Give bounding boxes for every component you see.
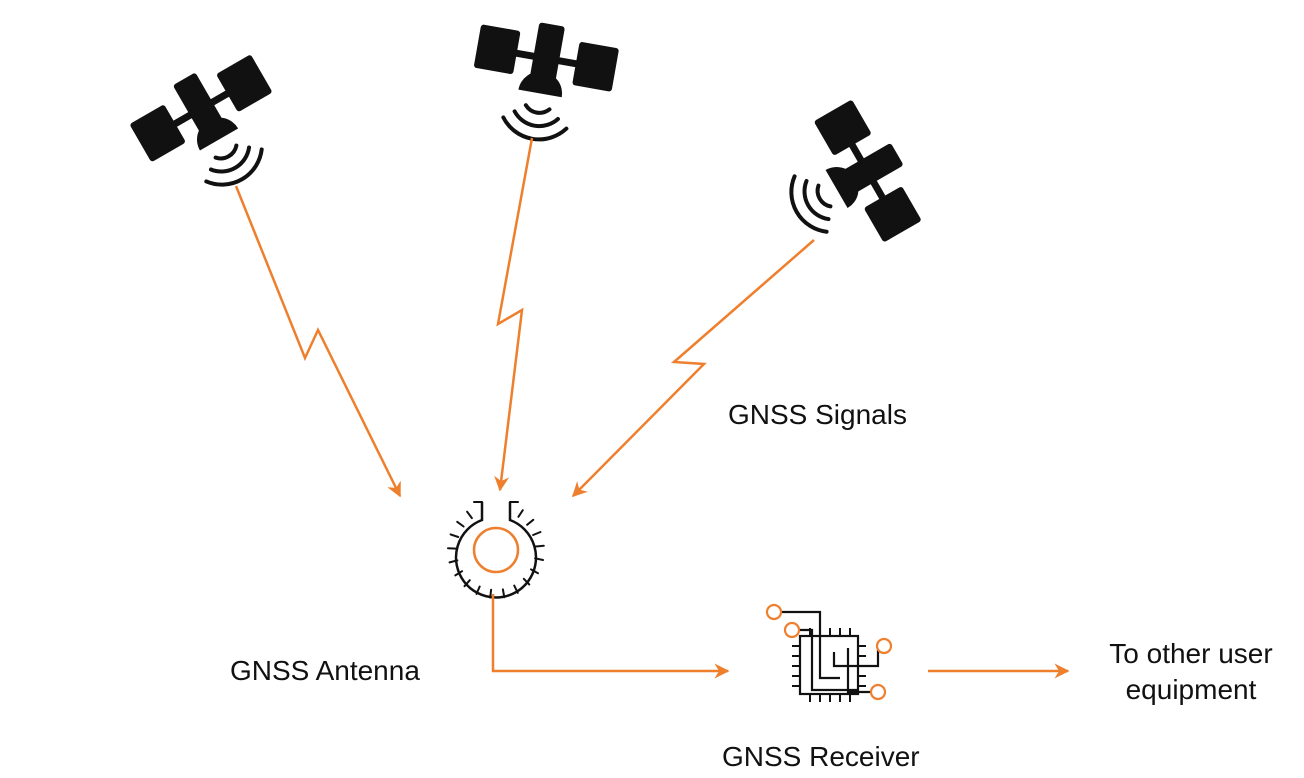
antenna-to-receiver-arrow <box>491 594 730 679</box>
signals-label: GNSS Signals <box>728 399 907 430</box>
antenna-tick <box>532 531 542 536</box>
satellite-icon <box>461 10 624 153</box>
satellite-icon <box>759 91 935 275</box>
antenna-tick <box>489 588 493 599</box>
antenna-tick <box>463 579 471 588</box>
antenna-tick <box>454 570 464 577</box>
antenna-tick <box>534 557 544 561</box>
antenna-tick <box>456 520 465 528</box>
signal-arrow <box>571 239 815 498</box>
antenna-tick <box>448 559 459 564</box>
output-label-line-2: equipment <box>1125 674 1257 705</box>
antenna-tick <box>475 585 481 595</box>
antenna-tick <box>522 577 531 586</box>
output-label: To other user equipment <box>1088 636 1294 708</box>
signal-arrow <box>494 137 534 492</box>
output-label-line-1: To other user <box>1109 638 1273 669</box>
antenna-label: GNSS Antenna <box>230 655 420 686</box>
antenna-tick <box>517 509 524 518</box>
signal-arrow <box>234 185 402 498</box>
circuit-chip-icon <box>765 603 893 702</box>
antenna-tick <box>501 588 506 599</box>
antenna-tick <box>449 533 460 538</box>
antenna-tick <box>513 584 519 594</box>
receiver-label: GNSS Receiver <box>722 741 920 772</box>
antenna-tick <box>530 568 539 575</box>
antenna-tick <box>534 544 545 548</box>
antenna-icon <box>447 501 545 599</box>
antenna-tick <box>526 518 535 526</box>
satellite-icon <box>121 41 305 217</box>
antenna-tick <box>466 510 473 520</box>
